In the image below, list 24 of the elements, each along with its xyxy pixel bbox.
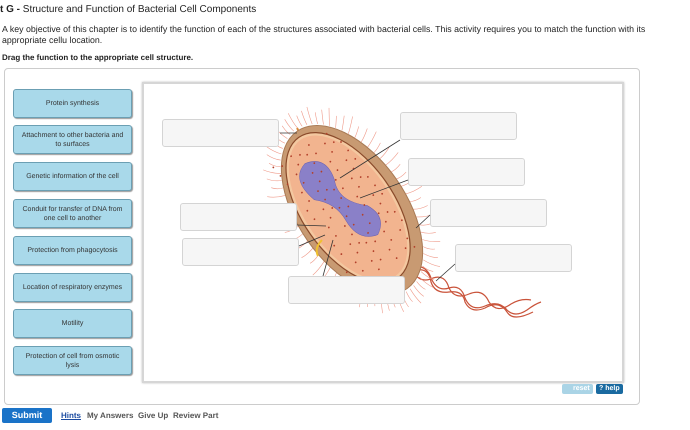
page-title: t G - Structure and Function of Bacterial Cell Components — [0, 4, 256, 15]
leader-line — [360, 180, 408, 198]
leader-line — [340, 140, 400, 178]
submit-button: Submit — [2, 408, 52, 423]
drop-target — [430, 199, 547, 227]
drop-target — [408, 158, 525, 186]
leader-line — [436, 264, 456, 282]
drop-target — [400, 112, 517, 140]
leader-line — [298, 234, 326, 246]
intro-text: A key objective of this chapter is to identify the function of each of the structures associated with bacterial cells. This activity requires you to match the function with its appropriate cellu location. — [2, 24, 646, 46]
hints-link: Hints — [61, 411, 81, 420]
drop-target — [288, 276, 405, 304]
give-up-link: Give Up — [138, 411, 168, 420]
drop-target — [162, 119, 279, 147]
drop-target — [180, 203, 297, 231]
instruction-text: Drag the function to the appropriate cell structure. — [2, 53, 194, 62]
answers-link: My Answers — [87, 411, 134, 420]
leader-line — [296, 224, 326, 226]
leader-line — [280, 132, 298, 134]
leader-line — [416, 214, 430, 228]
leader-line — [322, 240, 334, 276]
review-link: Review Part — [173, 411, 218, 420]
drop-target — [182, 238, 299, 266]
drop-target — [455, 244, 572, 272]
